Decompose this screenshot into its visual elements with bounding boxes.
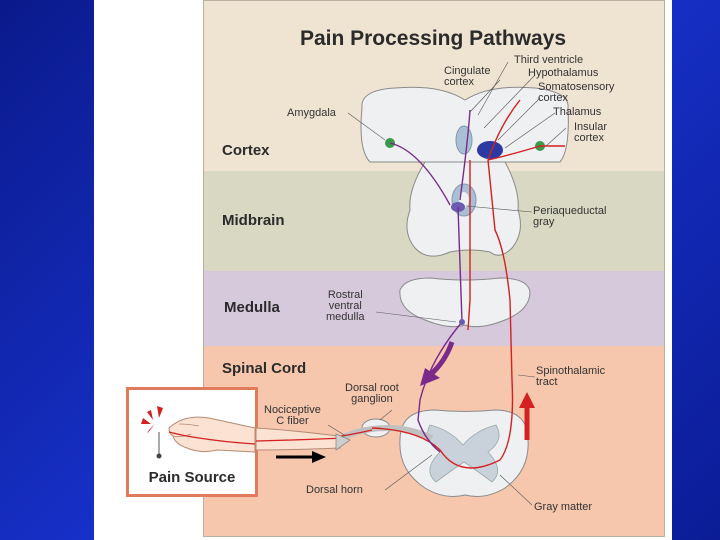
label-insular-cortex: Insular cortex	[574, 121, 608, 144]
region-spinal-cord: Spinal Cord	[222, 360, 307, 377]
region-medulla: Medulla	[224, 299, 280, 316]
hand-illustration	[141, 406, 255, 459]
descending-pathway	[389, 109, 471, 453]
gray-matter-shape	[427, 424, 500, 483]
label-somatosensory-cortex: Somatosensory cortex	[538, 81, 615, 104]
region-cortex: Cortex	[222, 142, 270, 159]
label-periaqueductal-gray: Periaqueductal gray	[533, 205, 607, 228]
label-spinothalamic-tract: Spinothalamic tract	[536, 365, 606, 388]
figure-title: Pain Processing Pathways	[299, 27, 567, 50]
label-dorsal-horn: Dorsal horn	[306, 484, 363, 496]
label-gray-matter: Gray matter	[534, 501, 593, 513]
pain-burst-icon	[141, 406, 163, 434]
label-amygdala: Amygdala	[287, 107, 336, 119]
label-cingulate-cortex: Cingulate cortex	[444, 65, 491, 88]
region-midbrain: Midbrain	[222, 212, 285, 229]
label-hypothalamus: Hypothalamus	[528, 67, 599, 79]
label-thalamus: Thalamus	[553, 106, 602, 118]
descending-arrow	[428, 341, 455, 377]
pain-source-label: Pain Source	[148, 469, 236, 486]
label-third-ventricle: Third ventricle	[514, 54, 584, 66]
hand-icon	[168, 416, 255, 453]
label-nociceptive-c-fiber: Nociceptive C fiber	[264, 404, 321, 427]
medulla-section	[399, 277, 531, 328]
thalamus-nucleus	[477, 141, 503, 159]
label-dorsal-root-ganglion: Dorsal root ganglion	[345, 382, 399, 405]
label-rostral-ventral-medulla: Rostral ventral medulla	[326, 289, 365, 323]
pain-source-box: Pain Source	[126, 387, 258, 497]
